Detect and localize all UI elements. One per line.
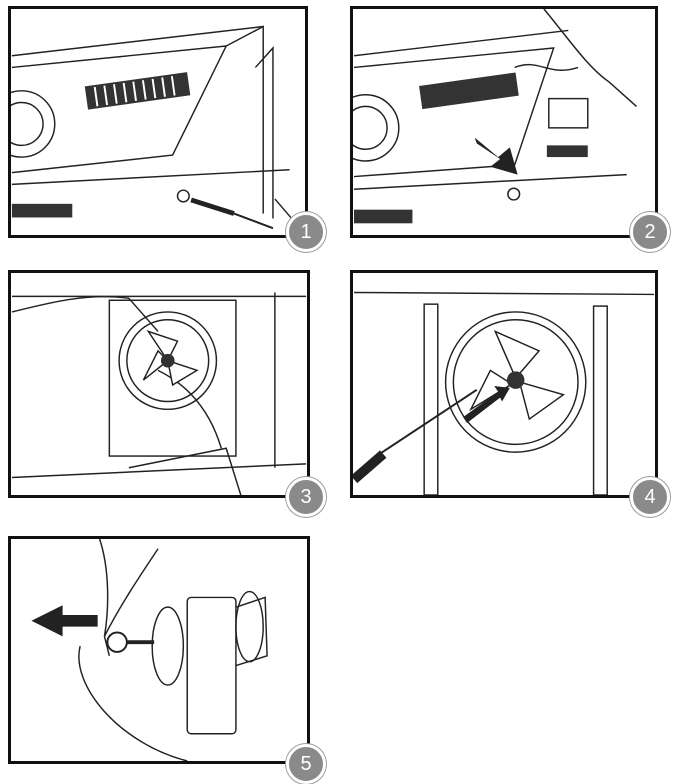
bottom-vent [354,210,412,224]
step-2-panel [350,6,658,238]
fan-hub [107,632,126,651]
screwdriver-shaft [374,390,477,458]
step-2-badge: 2 [630,212,670,252]
display-vent [419,72,519,109]
step-3-panel [8,270,310,498]
step-5-illustration [11,539,307,761]
step-2-illustration [353,9,655,235]
step-3-badge: 3 [286,477,326,517]
step-1-badge: 1 [286,212,326,252]
step-3-illustration [11,273,307,495]
step-4-panel [350,270,658,498]
screw [177,190,272,228]
step-5-panel [8,536,310,764]
bottom-vent [12,204,72,218]
step-4-illustration [353,273,655,495]
step-4-badge: 4 [630,477,670,517]
step-5-badge: 5 [286,744,326,784]
step-1-panel [8,6,308,238]
fan-hub [161,354,175,368]
control-knob [547,145,588,157]
down-arrow [475,138,518,175]
left-arrow [31,605,97,636]
step-1-illustration [11,9,305,235]
screw-hole [508,188,520,200]
screwdriver-handle [354,454,383,479]
fan-hub [507,371,525,389]
